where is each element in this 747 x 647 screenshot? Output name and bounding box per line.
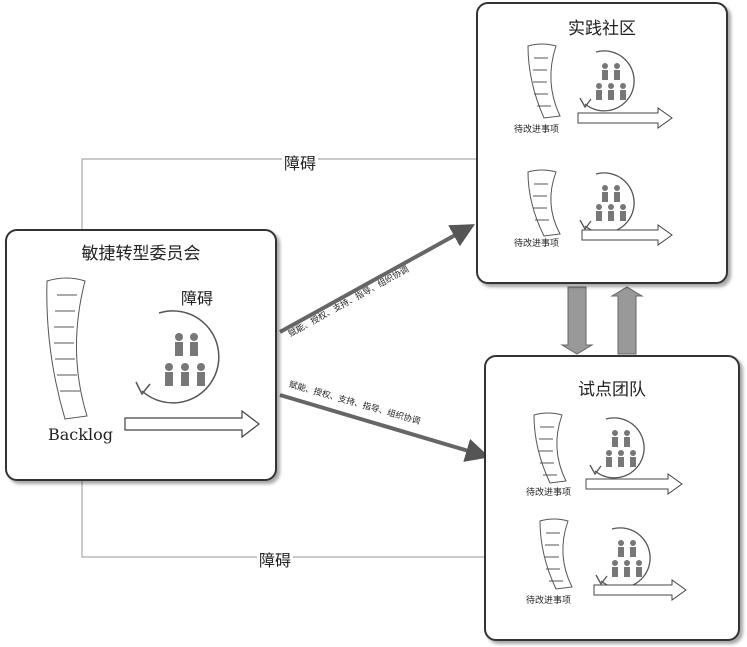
pilot-box: 试点团队 <box>484 355 740 641</box>
feedback-arrow-bottom <box>77 442 484 558</box>
empower-arrow-community <box>279 224 476 334</box>
community-sprint-1 <box>527 43 673 129</box>
output-arrow-icon <box>124 409 260 439</box>
community-sprint-2 <box>527 169 673 246</box>
down-connector <box>560 286 594 355</box>
community-sprint-graphics <box>527 43 673 246</box>
team-people-icon <box>165 333 205 386</box>
pilot-item-2-label: 待改进事项 <box>526 596 572 606</box>
committee-sprint-graphic <box>46 277 260 439</box>
committee-title: 敏捷转型委员会 <box>81 244 201 264</box>
committee-obstacle-label: 障碍 <box>181 289 214 308</box>
backlog-scroll-icon <box>46 277 88 420</box>
feedback-label-top: 障碍 <box>282 150 319 174</box>
pilot-sprint-graphics <box>533 412 687 601</box>
community-item-1-label: 待改进事项 <box>514 125 560 135</box>
pilot-sprint-1 <box>533 412 683 495</box>
community-item-2-label: 待改进事项 <box>514 239 560 249</box>
empower-arrow-pilot <box>279 393 490 462</box>
community-box: 实践社区 <box>476 2 728 284</box>
backlog-label: Backlog <box>48 425 113 444</box>
up-connector <box>610 286 644 355</box>
pilot-item-1-label: 待改进事项 <box>526 488 572 498</box>
pilot-sprint-2 <box>539 518 687 601</box>
committee-box: 敏捷转型委员会 障碍 Backlog <box>5 229 277 481</box>
community-title: 实践社区 <box>568 19 636 39</box>
feedback-label-bottom: 障碍 <box>257 547 294 571</box>
sprint-cycle-icon <box>135 310 220 404</box>
pilot-title: 试点团队 <box>578 380 646 400</box>
